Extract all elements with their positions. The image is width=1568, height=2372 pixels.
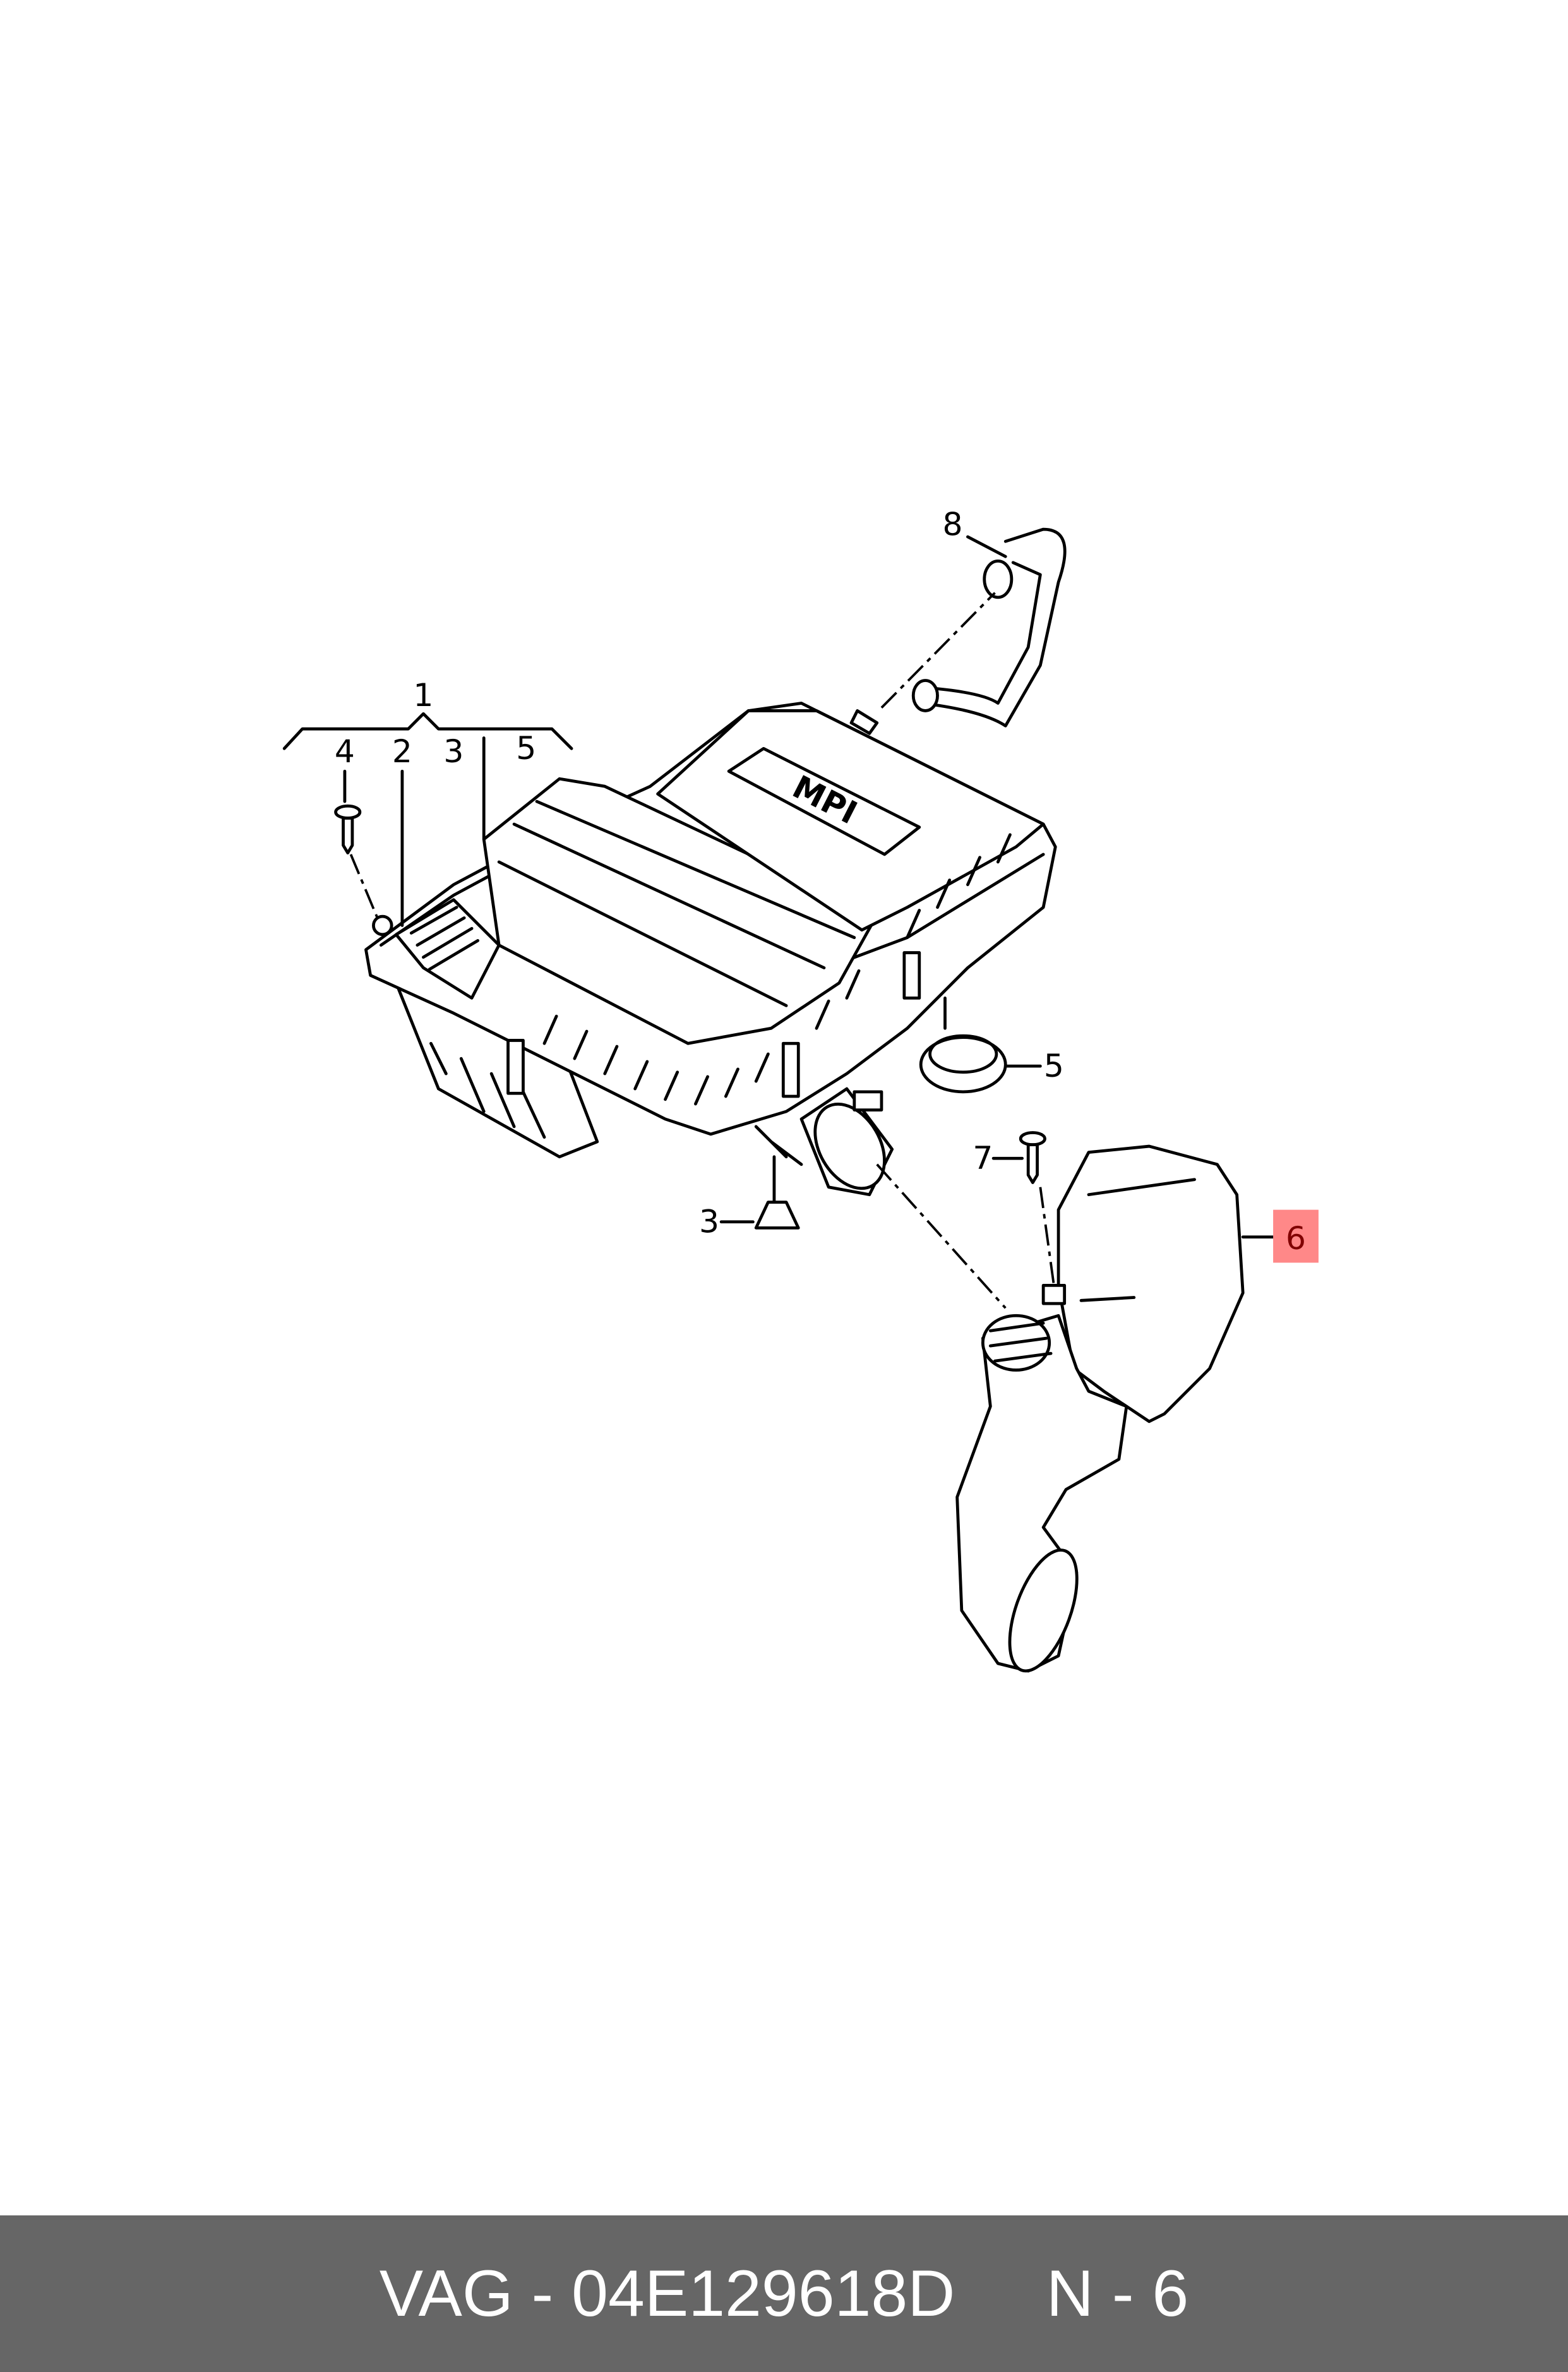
screw-part-4 xyxy=(334,804,362,854)
callout-6-highlighted: 6 xyxy=(1286,1219,1306,1257)
grommet-part-3 xyxy=(754,1201,800,1230)
callout-8: 8 xyxy=(942,506,962,543)
callout-5: 5 xyxy=(1044,1047,1064,1084)
callout-3-top: 3 xyxy=(443,733,464,770)
highlight-box xyxy=(1273,1209,1319,1263)
footer-bar: VAG - 04E129618D N - 6 xyxy=(0,2215,1568,2372)
callout-7: 7 xyxy=(973,1139,993,1177)
callout-2: 2 xyxy=(392,733,412,770)
brand: VAG xyxy=(379,2256,513,2330)
gap xyxy=(955,2256,1046,2332)
position-label: N - 6 xyxy=(1046,2256,1189,2330)
breather-hose-part-8 xyxy=(849,527,1067,735)
air-duct-part-6 xyxy=(955,1144,1245,1673)
part-number: 04E129618D xyxy=(572,2256,955,2330)
callout-4: 4 xyxy=(335,733,355,770)
outlet-connector xyxy=(754,1087,894,1197)
separator: - xyxy=(513,2256,572,2330)
callout-3: 3 xyxy=(699,1203,719,1240)
screw-part-7 xyxy=(1019,1131,1046,1184)
callout-1: 1 xyxy=(413,676,433,714)
seal-ring-part-5 xyxy=(919,997,1007,1094)
callout-5-top: 5 xyxy=(516,729,536,767)
parts-diagram: MPI xyxy=(282,506,1319,1673)
air-filter-housing: MPI xyxy=(364,702,1057,1159)
